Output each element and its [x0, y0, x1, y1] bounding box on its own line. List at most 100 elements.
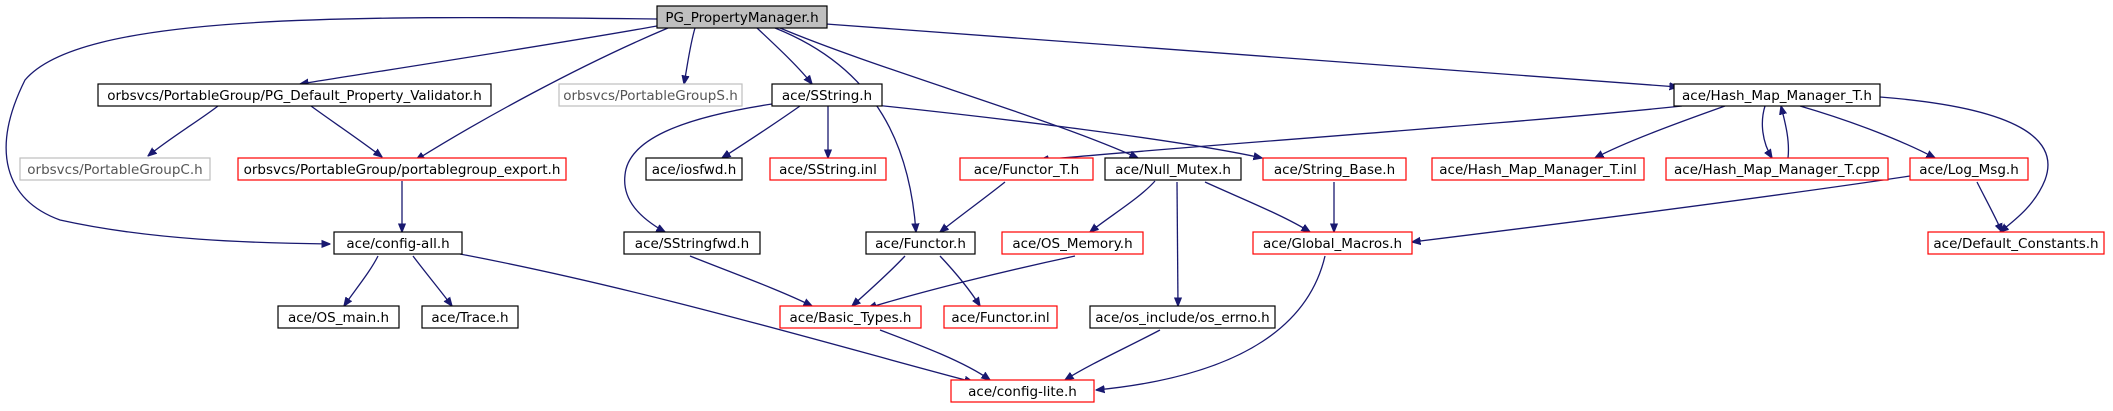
node-label: orbsvcs/PortableGroupC.h	[27, 162, 202, 178]
node-label: ace/OS_main.h	[288, 310, 389, 326]
node-box[interactable]	[19, 157, 211, 181]
node-ace-log-msg-h[interactable]: ace/Log_Msg.h	[1909, 157, 2029, 181]
node-ace-hash-map-manager-t-h[interactable]: ace/Hash_Map_Manager_T.h	[1673, 83, 1881, 107]
node-label: ace/Hash_Map_Manager_T.h	[1682, 88, 1872, 104]
node-ace-functor-h[interactable]: ace/Functor.h	[865, 231, 976, 255]
node-label: orbsvcs/PortableGroup/portablegroup_expo…	[244, 162, 561, 178]
node-portablegroup-export-h[interactable]: orbsvcs/PortableGroup/portablegroup_expo…	[237, 157, 567, 181]
node-pg-property-manager[interactable]: PG_PropertyManager.h	[656, 5, 828, 29]
node-label: PG_PropertyManager.h	[665, 10, 818, 26]
node-box[interactable]	[237, 157, 567, 181]
node-portablegroups-h[interactable]: orbsvcs/PortableGroupS.h	[558, 83, 743, 107]
node-box[interactable]	[1104, 157, 1242, 181]
edge-hash-map-to-hash-map-cpp	[1761, 105, 1772, 158]
node-ace-os-main-h[interactable]: ace/OS_main.h	[277, 305, 400, 329]
node-ace-default-constants-h[interactable]: ace/Default_Constants.h	[1927, 231, 2105, 255]
node-ace-sstring-h[interactable]: ace/SString.h	[771, 83, 883, 107]
node-label: ace/config-lite.h	[968, 384, 1077, 400]
node-label: ace/Basic_Types.h	[790, 310, 912, 326]
node-box[interactable]	[656, 5, 828, 29]
node-label: ace/Default_Constants.h	[1933, 236, 2098, 252]
node-ace-hash-map-manager-t-inl[interactable]: ace/Hash_Map_Manager_T.inl	[1431, 157, 1645, 181]
node-box[interactable]	[333, 231, 463, 255]
node-box[interactable]	[1909, 157, 2029, 181]
edge-config-all-to-trace	[412, 255, 452, 306]
edge-sstringfwd-to-basic-types	[689, 255, 812, 306]
node-ace-sstring-inl[interactable]: ace/SString.inl	[769, 157, 887, 181]
node-ace-config-lite-h[interactable]: ace/config-lite.h	[950, 379, 1095, 403]
edge-os-memory-to-basic-types	[868, 255, 1076, 308]
node-ace-os-memory-h[interactable]: ace/OS_Memory.h	[1001, 231, 1144, 255]
node-label: ace/SString.h	[782, 88, 872, 104]
node-box[interactable]	[771, 83, 883, 107]
node-box[interactable]	[645, 157, 743, 181]
node-box[interactable]	[1673, 83, 1881, 107]
edge-null-mutex-to-os-errno	[1177, 181, 1178, 306]
node-ace-hash-map-manager-t-cpp[interactable]: ace/Hash_Map_Manager_T.cpp	[1665, 157, 1889, 181]
node-label: ace/String_Base.h	[1274, 162, 1395, 178]
node-box[interactable]	[1665, 157, 1889, 181]
node-box[interactable]	[779, 305, 922, 329]
node-box[interactable]	[1089, 305, 1276, 329]
edge-functor-t-to-functor	[940, 181, 1006, 232]
node-ace-trace-h[interactable]: ace/Trace.h	[421, 305, 519, 329]
edge-config-all-to-config-lite	[459, 253, 973, 382]
node-box[interactable]	[1927, 231, 2105, 255]
node-ace-sstringfwd-h[interactable]: ace/SStringfwd.h	[623, 231, 761, 255]
node-pg-default-property-validator[interactable]: orbsvcs/PortableGroup/PG_Default_Propert…	[97, 83, 492, 107]
node-label: ace/Functor_T.h	[974, 162, 1079, 178]
edge-root-to-null-mutex	[779, 27, 1138, 158]
node-box[interactable]	[1001, 231, 1144, 255]
dependency-edges	[5, 16, 2049, 390]
edge-validator-to-portablegroup-export	[310, 105, 382, 157]
node-label: ace/Hash_Map_Manager_T.cpp	[1674, 162, 1880, 178]
edge-hash-map-cpp-to-hash-map	[1781, 106, 1790, 159]
node-box[interactable]	[1431, 157, 1645, 181]
edge-root-to-portablegroups	[684, 27, 696, 84]
node-label: ace/Hash_Map_Manager_T.inl	[1439, 162, 1636, 178]
node-box[interactable]	[959, 157, 1094, 181]
node-label: ace/Functor.inl	[951, 310, 1049, 326]
node-box[interactable]	[97, 83, 492, 107]
edge-os-errno-to-config-lite	[1065, 329, 1161, 380]
node-box[interactable]	[623, 231, 761, 255]
edge-hash-map-to-functor-t	[1040, 105, 1683, 160]
edge-root-to-pg-default-property-validator	[300, 25, 658, 84]
node-ace-functor-t-h[interactable]: ace/Functor_T.h	[959, 157, 1094, 181]
node-ace-string-base-h[interactable]: ace/String_Base.h	[1262, 157, 1407, 181]
node-box[interactable]	[277, 305, 400, 329]
node-label: orbsvcs/PortableGroupS.h	[563, 88, 738, 104]
node-ace-null-mutex-h[interactable]: ace/Null_Mutex.h	[1104, 157, 1242, 181]
edge-root-to-sstring	[756, 27, 812, 84]
node-box[interactable]	[1262, 157, 1407, 181]
node-ace-iosfwd-h[interactable]: ace/iosfwd.h	[645, 157, 743, 181]
edge-hash-map-to-default-constants	[1879, 96, 2049, 232]
edge-root-to-config-all	[5, 16, 658, 244]
edge-root-to-hash-map-manager	[825, 23, 1678, 87]
node-box[interactable]	[865, 231, 976, 255]
edge-null-mutex-to-os-memory	[1090, 180, 1156, 232]
node-portablegroupc-h[interactable]: orbsvcs/PortableGroupC.h	[19, 157, 211, 181]
node-label: ace/os_include/os_errno.h	[1095, 310, 1269, 326]
node-ace-basic-types-h[interactable]: ace/Basic_Types.h	[779, 305, 922, 329]
edge-sstring-to-sstringfwd	[624, 103, 773, 232]
node-box[interactable]	[950, 379, 1095, 403]
edge-null-mutex-to-global-macros	[1204, 181, 1310, 232]
node-box[interactable]	[558, 83, 743, 107]
edge-config-all-to-os-main	[344, 255, 379, 306]
node-label: ace/SString.inl	[779, 162, 877, 178]
node-box[interactable]	[1252, 231, 1413, 255]
node-ace-config-all-h[interactable]: ace/config-all.h	[333, 231, 463, 255]
node-ace-global-macros-h[interactable]: ace/Global_Macros.h	[1252, 231, 1413, 255]
node-ace-functor-inl[interactable]: ace/Functor.inl	[943, 305, 1058, 329]
node-box[interactable]	[769, 157, 887, 181]
edge-global-macros-to-config-lite	[1096, 255, 1326, 390]
edge-sstring-to-string-base	[864, 103, 1262, 158]
edge-basic-types-to-config-lite	[879, 329, 990, 380]
node-box[interactable]	[421, 305, 519, 329]
node-ace-os-include-os-errno-h[interactable]: ace/os_include/os_errno.h	[1089, 305, 1276, 329]
node-label: orbsvcs/PortableGroup/PG_Default_Propert…	[107, 88, 482, 104]
edge-functor-to-functor-inl	[939, 255, 980, 306]
file-nodes: PG_PropertyManager.h orbsvcs/PortableGrou…	[19, 5, 2105, 403]
node-box[interactable]	[943, 305, 1058, 329]
